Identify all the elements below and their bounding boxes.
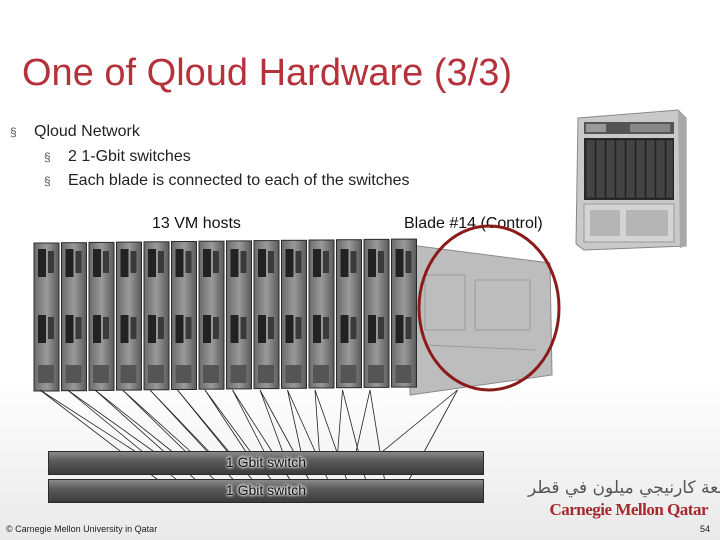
blade-server [198,240,225,390]
bullet-text: Qloud Network [34,123,140,140]
bullet-text: 2 1-Gbit switches [68,148,191,165]
vm-hosts-label: 13 VM hosts [152,215,241,232]
gbit-switch-2: 1 Gbit switch [48,479,484,503]
bullet-switches: § 2 1-Gbit switches [44,148,191,166]
blade-server [116,241,142,391]
blade-server [88,241,115,391]
bullet-text: Each blade is connected to each of the s… [68,172,410,189]
switch-label: 1 Gbit switch [225,482,307,498]
cmu-qatar-logo: جامعة كارنيجي ميلون في قطر Carnegie Mell… [528,478,720,522]
blade-server [363,238,390,388]
copyright-footer: © Carnegie Mellon University in Qatar [6,524,158,534]
blade-server [143,241,170,391]
bullet-marker: § [44,150,51,164]
blade-server [391,238,417,388]
blade-chassis-image [575,109,687,251]
blade-server [281,239,307,389]
bullet-marker: § [44,174,51,188]
slide-title: One of Qloud Hardware (3/3) [22,52,513,94]
blade-server [308,239,335,389]
bullet-qloud-network: § Qloud Network [10,123,140,141]
logo-arabic-text: جامعة كارنيجي ميلون في قطر [528,478,720,498]
gbit-switch-1: 1 Gbit switch [48,451,484,475]
blade-server [171,241,197,390]
blade-server [61,242,87,392]
blade-server [33,242,60,392]
bullet-marker: § [10,125,17,139]
switch-label: 1 Gbit switch [225,454,307,470]
logo-english-text: Carnegie Mellon Qatar [549,500,708,519]
blade-server [253,240,280,390]
control-blade-label: Blade #14 (Control) [404,215,543,232]
bullet-blade-connection: § Each blade is connected to each of the … [44,172,410,190]
blade-servers-image [33,238,553,396]
blade-server [336,239,362,389]
blade-server [226,240,252,390]
page-number: 54 [700,524,711,534]
